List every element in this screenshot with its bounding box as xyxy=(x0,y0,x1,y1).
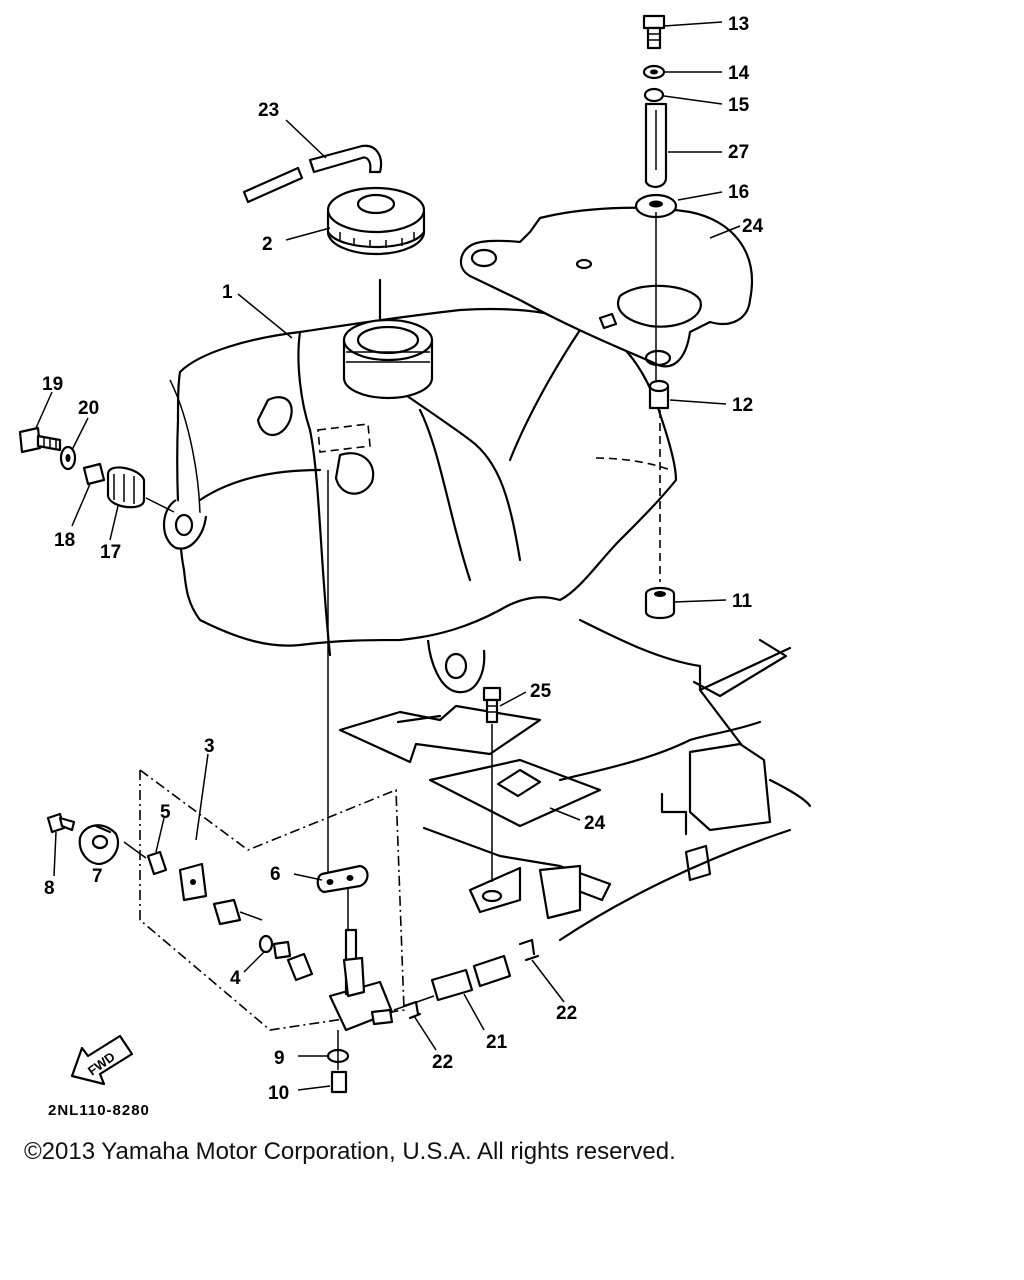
top-mount-hardware xyxy=(634,14,678,620)
label-17: 17 xyxy=(100,542,121,563)
label-24: 24 xyxy=(742,216,764,237)
label-3: 3 xyxy=(204,736,215,757)
label-5: 5 xyxy=(160,802,171,823)
label-13: 13 xyxy=(728,14,749,35)
label-15: 15 xyxy=(728,95,750,116)
frame-and-seat-plate xyxy=(338,618,812,942)
label-23: 23 xyxy=(258,100,279,121)
label-6: 6 xyxy=(270,864,281,885)
label-9: 9 xyxy=(274,1048,285,1069)
label-16: 16 xyxy=(728,182,749,203)
forward-direction-arrow: FWD xyxy=(70,1034,134,1086)
label-7: 7 xyxy=(92,866,103,887)
label-12: 12 xyxy=(732,395,753,416)
part-labels: 13 14 15 27 16 24 23 2 1 12 11 19 20 18 … xyxy=(42,14,764,1119)
label-11: 11 xyxy=(732,591,753,612)
label-25: 24 xyxy=(584,813,606,834)
label-20: 20 xyxy=(78,398,99,419)
label-26: 25 xyxy=(530,681,552,702)
label-4: 4 xyxy=(230,968,241,989)
label-14: 14 xyxy=(728,63,750,84)
fuel-cock-assembly xyxy=(46,470,405,1094)
bolt-26 xyxy=(482,686,502,882)
diagram-code: 2NL110-8280 xyxy=(48,1102,150,1119)
label-18: 18 xyxy=(54,530,75,551)
label-2: 2 xyxy=(262,234,273,255)
breather-hose xyxy=(242,144,383,204)
label-19: 19 xyxy=(42,374,63,395)
label-1: 1 xyxy=(222,282,233,303)
label-22-left: 22 xyxy=(432,1052,453,1073)
copyright-notice: ©2013 Yamaha Motor Corporation, U.S.A. A… xyxy=(24,1138,676,1165)
side-mount-hardware xyxy=(18,426,175,513)
fuel-cap xyxy=(326,186,426,322)
fuel-tank-exploded-diagram: FWD 13 14 15 27 16 xyxy=(18,14,812,1119)
label-27: 27 xyxy=(728,142,749,163)
label-22-right: 22 xyxy=(556,1003,577,1024)
label-21: 21 xyxy=(486,1032,508,1053)
fuel-tank xyxy=(163,307,678,694)
tank-bracket xyxy=(459,206,753,368)
label-10: 10 xyxy=(268,1083,289,1104)
leader-lines xyxy=(35,21,741,1091)
label-8: 8 xyxy=(44,878,55,899)
fuel-hose xyxy=(393,938,540,1020)
